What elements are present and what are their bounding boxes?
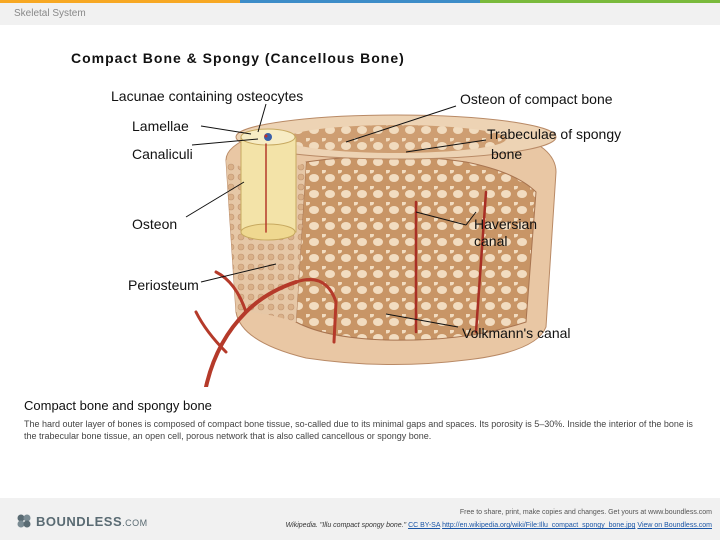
label-osteon: Osteon (132, 216, 177, 232)
caption-title: Compact bone and spongy bone (24, 398, 212, 413)
osteon-cylinder (241, 129, 296, 240)
caption-text: The hard outer layer of bones is compose… (24, 418, 694, 442)
footer: BOUNDLESS.COM Free to share, print, make… (0, 498, 720, 540)
logo-suffix: .COM (122, 518, 148, 528)
source-url-link[interactable]: http://en.wikipedia.org/wiki/File:Illu_c… (442, 522, 635, 529)
logo-text: BOUNDLESS.COM (36, 514, 148, 529)
source-text: Wikipedia. "Illu compact spongy bone." (286, 522, 406, 529)
section-title: Skeletal System (14, 8, 86, 19)
label-lamellae: Lamellae (132, 118, 189, 134)
attribution: Wikipedia. "Illu compact spongy bone." C… (286, 522, 712, 529)
label-periosteum: Periosteum (128, 277, 199, 293)
license-link[interactable]: CC BY-SA (408, 522, 440, 529)
label-volkmann: Volkmann's canal (462, 325, 571, 341)
label-canaliculi: Canaliculi (132, 146, 193, 162)
bone-diagram: Compact Bone & Spongy (Cancellous Bone) (66, 42, 654, 387)
label-trabeculae-line2: bone (491, 146, 522, 162)
slide-header: Skeletal System (0, 3, 720, 25)
label-osteon-compact: Osteon of compact bone (460, 91, 613, 107)
label-haversian-line2: canal (474, 233, 507, 249)
label-lacunae: Lacunae containing osteocytes (111, 88, 303, 104)
license-notice: Free to share, print, make copies and ch… (460, 509, 712, 516)
view-on-boundless-link[interactable]: View on Boundless.com (637, 522, 712, 529)
boundless-logo-icon (16, 513, 32, 529)
boundless-logo[interactable]: BOUNDLESS.COM (16, 513, 148, 529)
label-trabeculae-line1: Trabeculae of spongy (487, 126, 621, 142)
label-haversian-line1: Haversian (474, 216, 537, 232)
